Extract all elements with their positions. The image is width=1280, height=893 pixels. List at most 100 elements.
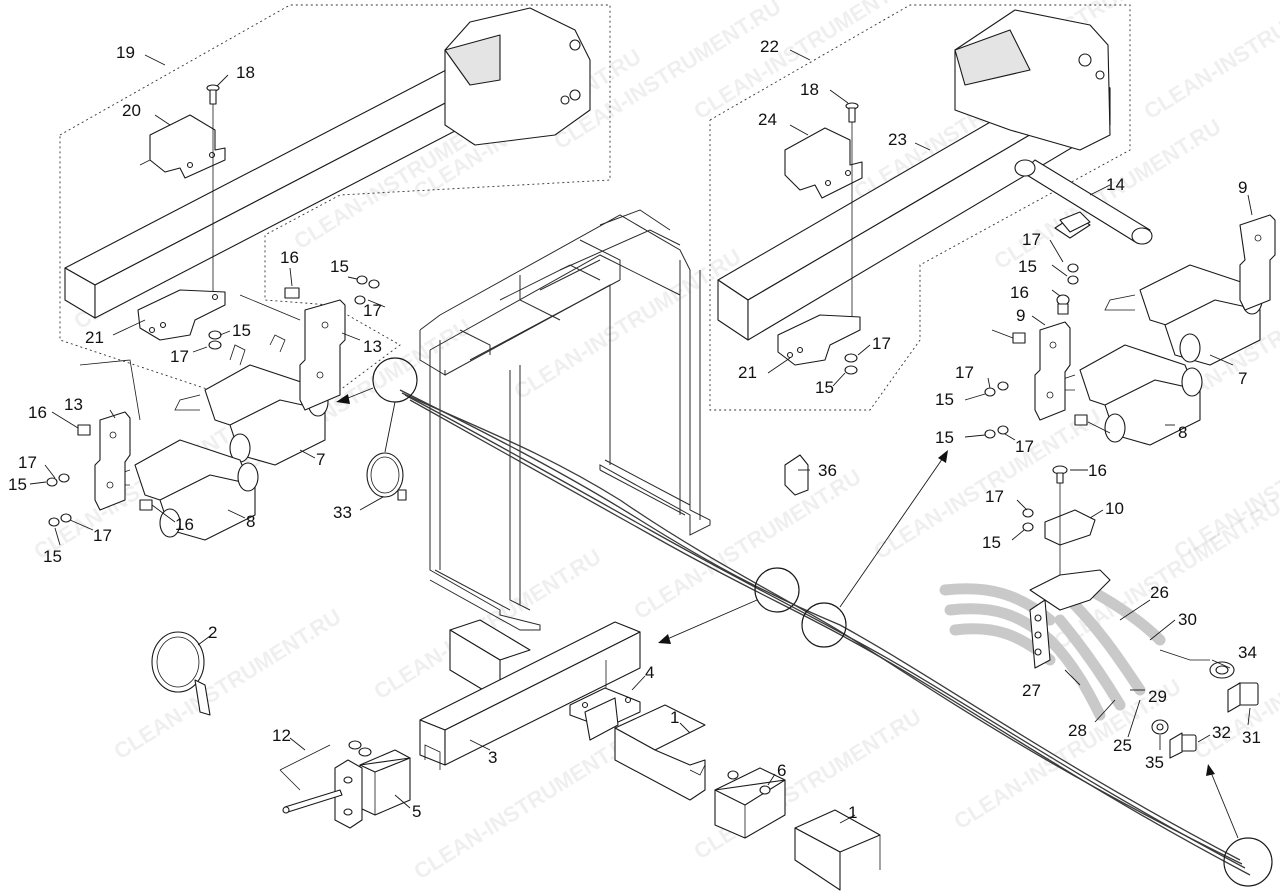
callout-label: 8 (246, 512, 255, 531)
callout-label: 16 (1088, 461, 1107, 480)
detail-circle-icon (1223, 837, 1273, 887)
clip-36 (784, 454, 809, 496)
screw-18-right (845, 102, 859, 325)
callout-label: 23 (888, 130, 907, 149)
callout-label: 33 (333, 503, 352, 522)
callout-label: 16 (280, 248, 299, 267)
callout-label: 35 (1145, 753, 1164, 772)
bracket-21-right (777, 314, 861, 366)
callout-label: 15 (8, 475, 27, 494)
callout-label: 19 (116, 43, 135, 62)
bracket-24 (784, 127, 863, 199)
callout-label: 10 (1105, 499, 1124, 518)
group-outline-right (709, 4, 1131, 411)
callout-label: 29 (1148, 687, 1167, 706)
detail-circle-icon (754, 567, 800, 613)
callout-label: 7 (316, 450, 325, 469)
callout-label: 16 (28, 403, 47, 422)
callouts: 1 1 2 3 4 5 6 7 7 7 8 8 8 9 9 10 12 13 1… (8, 37, 1261, 822)
arrow-icon (336, 394, 350, 404)
callout-label: 31 (1242, 728, 1261, 747)
fittings-31-35 (1151, 661, 1259, 759)
callout-label: 21 (85, 328, 104, 347)
clip-assembly-8-left (109, 439, 259, 541)
profile-rail-1-lower (794, 809, 881, 891)
watermark-text: CLEAN-INSTRUMENT.RU (689, 0, 925, 124)
callout-label: 15 (1018, 257, 1037, 276)
callout-label: 17 (1015, 437, 1034, 456)
bracket-21-left (137, 289, 226, 341)
axle-14 (1014, 159, 1153, 245)
callout-label: 3 (488, 748, 497, 767)
callout-label: 18 (236, 63, 255, 82)
callout-label: 17 (93, 526, 112, 545)
callout-label: 28 (1068, 721, 1087, 740)
callout-label: 14 (1106, 175, 1125, 194)
callout-label: 1 (848, 803, 857, 822)
callout-label: 15 (935, 428, 954, 447)
group-outline-left (59, 4, 611, 421)
callout-leaders (29, 49, 1253, 824)
callout-label: 17 (170, 347, 189, 366)
callout-label: 8 (1178, 423, 1187, 442)
clip-assembly-8-right (1054, 344, 1203, 446)
callout-label: 9 (1016, 306, 1025, 325)
callout-label: 15 (935, 390, 954, 409)
callout-label: 17 (1022, 230, 1041, 249)
washer-nut-15-17-a (208, 330, 222, 350)
callout-label: 15 (815, 378, 834, 397)
callout-label: 30 (1178, 610, 1197, 629)
cable-tie-2 (151, 631, 211, 716)
cable-tie-33 (366, 452, 407, 501)
callout-label: 34 (1238, 643, 1257, 662)
callout-label: 24 (758, 110, 777, 129)
callout-label: 16 (175, 515, 194, 534)
support-frame (419, 209, 711, 631)
callout-label: 7 (1238, 369, 1247, 388)
detail-circle-icon (801, 602, 847, 648)
callout-label: 2 (208, 623, 217, 642)
callout-label: 25 (1113, 736, 1132, 755)
callout-label: 32 (1212, 723, 1231, 742)
bracket-4 (569, 660, 641, 741)
sleeve-5 (334, 749, 411, 829)
callout-label: 17 (18, 453, 37, 472)
callout-label: 16 (1010, 283, 1029, 302)
beam-19 (64, 7, 591, 319)
callout-label: 18 (800, 80, 819, 99)
plate-9-upper (1239, 214, 1276, 311)
callout-label: 15 (43, 547, 62, 566)
callout-label: 17 (872, 334, 891, 353)
hose-bundle (939, 569, 1210, 721)
callout-label: 15 (330, 257, 349, 276)
arrow-icon (1206, 764, 1215, 776)
plate-9-lower (1034, 321, 1071, 421)
fasteners-left (46, 275, 380, 527)
callout-label: 1 (670, 708, 679, 727)
callout-label: 12 (272, 726, 291, 745)
callout-label: 26 (1150, 583, 1169, 602)
callout-label: 20 (122, 101, 141, 120)
washer-nut-15-17-b (844, 353, 858, 375)
arrows (336, 387, 1239, 839)
profile-rail-3 (419, 621, 641, 770)
bracket-20 (139, 114, 226, 179)
watermark-text: CLEAN-INSTRUMENT.RU (629, 464, 865, 624)
clamp-10 (1022, 465, 1096, 580)
beam-23 (717, 9, 1111, 341)
callout-label: 36 (818, 461, 837, 480)
callout-label: 9 (1238, 178, 1247, 197)
callout-label: 13 (64, 395, 83, 414)
callout-label: 15 (982, 533, 1001, 552)
plate-13-lower (94, 411, 131, 511)
pin-12 (279, 740, 372, 814)
callout-label: 17 (985, 487, 1004, 506)
callout-label: 13 (363, 337, 382, 356)
bracket-6 (714, 767, 786, 839)
callout-label: 17 (363, 301, 382, 320)
watermark-text: CLEAN-INSTRUMENT.RU (109, 604, 345, 764)
arrow-icon (938, 450, 948, 463)
callout-label: 5 (412, 802, 421, 821)
watermark-text: CLEAN-INSTRUMENT.RU (1139, 0, 1280, 124)
fasteners-right (984, 211, 1091, 439)
